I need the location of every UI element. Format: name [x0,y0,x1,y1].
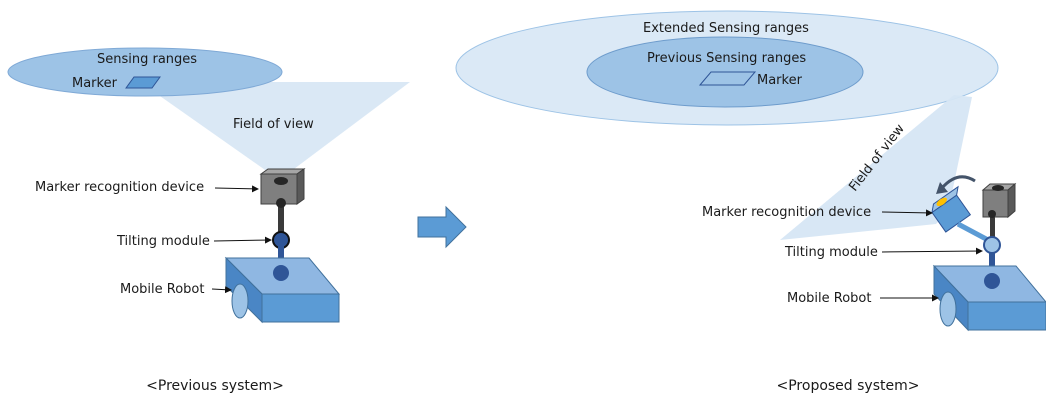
proposed-system: Extended Sensing ranges Field of view Pr… [455,10,1046,394]
previous-tilting-joint [272,231,290,249]
previous-sensing-label: Sensing ranges [97,52,197,67]
proposed-arm-joint-top [988,210,996,218]
proposed-fov-cone [780,95,972,240]
proposed-device-leader [881,209,933,217]
previous-arm-base-top [273,265,289,281]
proposed-tilting-leader [881,247,983,255]
proposed-tilting-label: Tilting module [784,245,878,260]
previous-arm-joint-top [276,198,286,208]
previous-camera-side [296,168,305,205]
proposed-arm-upper [990,215,995,241]
tilted-camera-arm [956,221,990,243]
previous-tilting-label: Tilting module [116,234,210,249]
previous-robot-front [261,293,340,323]
proposed-previous-sensing-label: Previous Sensing ranges [647,51,806,66]
previous-arm-upper [278,202,284,238]
proposed-arm-base [984,273,1000,289]
proposed-marker [698,71,757,86]
tilt-rotation-arrowhead [936,182,948,194]
previous-device-label: Marker recognition device [35,180,204,195]
previous-camera-lens [274,177,288,185]
previous-marker [125,76,161,89]
proposed-camera-side [1007,182,1016,219]
previous-marker-label: Marker [72,76,118,91]
previous-fov-label: Field of view [233,117,314,132]
previous-caption: <Previous system> [146,378,284,394]
proposed-robot-label: Mobile Robot [787,291,871,306]
previous-system: Sensing ranges Marker Field of view Mark… [7,47,410,394]
tilt-rotation-arrow [940,175,976,190]
previous-robot-wheel [231,283,249,319]
proposed-camera-lens [992,185,1004,191]
proposed-tilting-joint [983,236,1001,254]
previous-robot-leader [211,286,232,294]
previous-device-leader [214,185,259,193]
previous-robot-label: Mobile Robot [120,282,204,297]
extended-sensing-label: Extended Sensing ranges [643,21,809,36]
proposed-robot-front [967,301,1046,331]
previous-tilting-leader [213,236,272,244]
proposed-caption: <Proposed system> [777,378,920,394]
previous-sensing-range [7,47,283,97]
proposed-marker-label: Marker [757,73,803,88]
previous-fov-cone [140,82,410,172]
transition-arrow [417,205,467,249]
proposed-device-label: Marker recognition device [702,205,871,220]
proposed-robot-wheel [939,291,957,327]
tilted-camera [931,185,972,233]
